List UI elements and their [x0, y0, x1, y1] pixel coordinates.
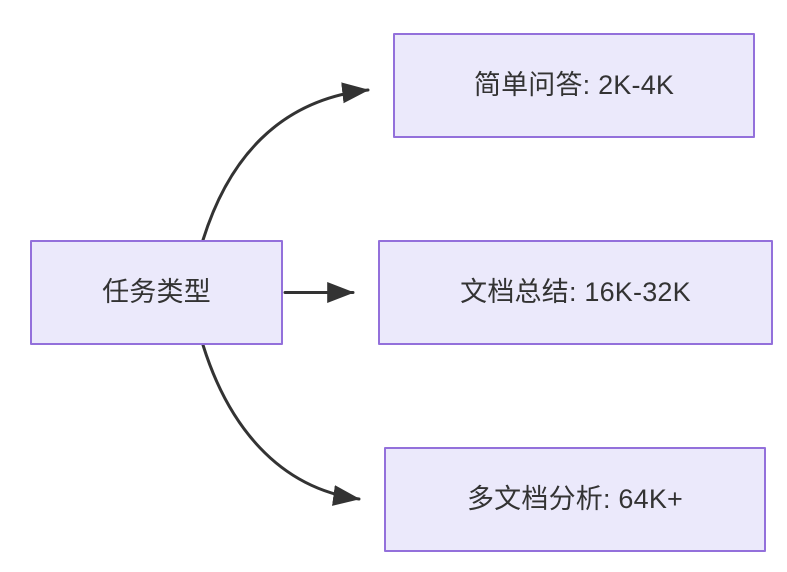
node-document-summary-label: 文档总结: 16K-32K: [460, 277, 691, 308]
node-multi-document-analysis-label: 多文档分析: 64K+: [466, 484, 683, 515]
node-simple-qa[interactable]: 简单问答: 2K-4K: [393, 33, 755, 138]
edge-root-to-task-0: [201, 82, 370, 242]
node-root[interactable]: 任务类型: [30, 240, 283, 345]
edge-root-to-task-2: [201, 343, 361, 506]
node-root-label: 任务类型: [102, 277, 211, 308]
node-document-summary[interactable]: 文档总结: 16K-32K: [378, 240, 773, 345]
node-multi-document-analysis[interactable]: 多文档分析: 64K+: [384, 447, 766, 552]
node-simple-qa-label: 简单问答: 2K-4K: [473, 70, 675, 101]
